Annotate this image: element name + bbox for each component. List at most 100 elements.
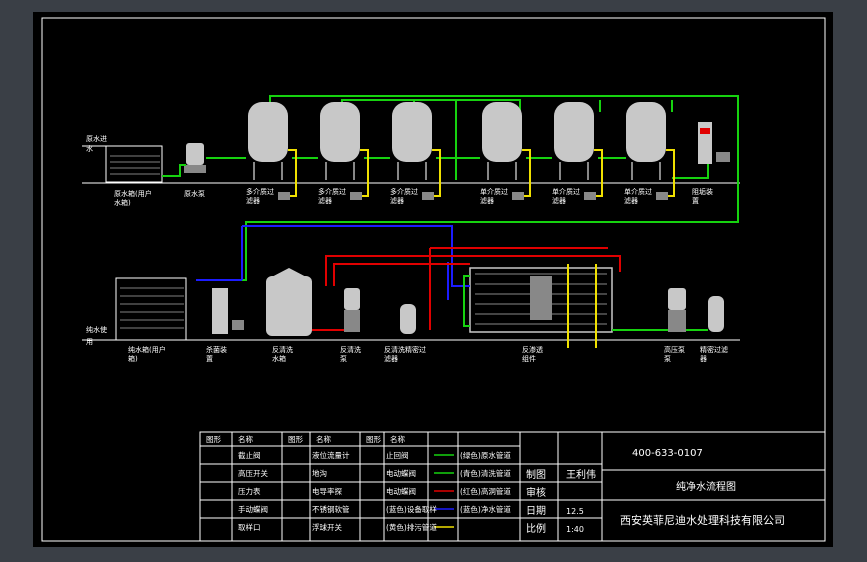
sterilizer-line-1: 置: [206, 355, 213, 363]
rinse_pump-line-0: 反清洗: [340, 345, 361, 354]
drawn-value: 王利伟: [566, 468, 596, 481]
legend-cell-0-1: 液位流量计: [312, 450, 350, 460]
rinse_tank-line-1: 水箱: [272, 354, 286, 363]
legend-cell-3-3: (蓝色)净水管道: [460, 504, 511, 514]
precision-filter: [400, 304, 416, 334]
upper-section: [82, 95, 740, 281]
pure_tank-line-0: 纯水箱(用户: [128, 345, 166, 354]
filter-label-5: 单介质过滤器: [552, 187, 580, 205]
filter_multi_3-line-0: 多介质过: [390, 187, 418, 196]
legend-header-5: 名称: [390, 434, 405, 444]
filter_multi_2-line-1: 滤器: [318, 196, 332, 205]
ro-rack: [469, 267, 613, 333]
ro_unit-line-1: 组件: [522, 354, 536, 363]
legend-cell-3-2: (蓝色)设备取样: [386, 504, 437, 514]
rinse_tank-line-0: 反清洗: [272, 345, 293, 354]
filter_sand_1-line-0: 单介质过: [480, 187, 508, 196]
filter-label-1: 多介质过滤器: [246, 187, 274, 205]
green-pipe-lower: [463, 275, 708, 331]
raw-tank-label: 原水箱(用户水箱): [114, 189, 152, 207]
dosing-device: [698, 122, 730, 164]
precision-line-0: 反清洗精密过: [384, 345, 426, 354]
raw-pump-label: 原水泵: [184, 189, 205, 198]
legend-cell-1-1: 地沟: [312, 468, 327, 478]
drain-pits: [278, 192, 668, 200]
raw-water-tank: [105, 145, 163, 183]
review-label: 审核: [526, 486, 546, 499]
raw-pump: [184, 143, 206, 173]
phone-number: 400-633-0107: [632, 448, 703, 459]
filter-label-3: 多介质过滤器: [390, 187, 418, 205]
legend-header-2: 图形: [288, 435, 303, 444]
drawing-paper: [33, 12, 833, 547]
raw_pump-line-0: 原水泵: [184, 189, 205, 198]
raw-in-label-2: 水: [86, 144, 93, 153]
legend-cell-3-1: 不锈钢软管: [312, 504, 350, 514]
date-label: 日期: [526, 505, 546, 517]
raw-in-label: 原水进: [86, 134, 107, 143]
legend-cell-2-3: (红色)高洞管道: [460, 486, 511, 496]
dosing_1-line-0: 阻垢装: [692, 187, 713, 196]
legend-cell-0-0: 截止阀: [238, 450, 261, 460]
security-line-0: 精密过滤: [700, 345, 728, 354]
legend-cell-4-1: 浮球开关: [312, 522, 342, 532]
sterilizer: [212, 288, 244, 334]
scale-value: 1:40: [566, 525, 584, 534]
filter_multi_1-line-1: 滤器: [246, 196, 260, 205]
legend-cell-2-2: 电动蝶阀: [386, 486, 416, 496]
filter-label-4: 单介质过滤器: [480, 187, 508, 205]
rinse-tank: [266, 268, 312, 336]
legend-cell-4-0: 取样口: [238, 522, 261, 532]
pure-out-label-2: 用: [86, 338, 93, 346]
rinse-tank-label: 反清洗水箱: [272, 345, 293, 363]
legend-cell-4-2: (黄色)排污管道: [386, 522, 437, 532]
security-label: 精密过滤器: [700, 345, 728, 363]
filter_sand_1-line-1: 滤器: [480, 196, 494, 205]
rinse-pump: [344, 288, 360, 332]
dosing-label: 阻垢装置: [692, 187, 713, 205]
filter_multi_3-line-1: 滤器: [390, 196, 404, 205]
pure-tank-label: 纯水箱(用户箱): [128, 345, 166, 363]
ro-label: 反渗透组件: [522, 345, 543, 363]
rinse_pump-line-1: 泵: [340, 355, 347, 363]
legend-table: 图形名称图形名称图形名称截止阀液位流量计止回阀(绿色)原水管道高压开关地沟电动蝶…: [206, 434, 511, 532]
scale-label: 比例: [526, 522, 546, 535]
red-pipe: [312, 247, 621, 331]
filter_sand_3-line-0: 单介质过: [624, 187, 652, 196]
pure_tank-line-1: 箱): [128, 354, 138, 363]
filter-legs: [253, 162, 661, 180]
sterilizer-line-0: 杀菌装: [206, 345, 227, 354]
precision-label: 反清洗精密过滤器: [384, 345, 426, 363]
security-filter: [708, 296, 724, 332]
title-block-lines: [199, 431, 826, 542]
filter-label-6: 单介质过滤器: [624, 187, 652, 205]
legend-header-3: 名称: [316, 434, 331, 444]
lower-section: [82, 225, 740, 348]
legend-cell-1-2: 电动蝶阀: [386, 468, 416, 478]
rinse-pump-label: 反清洗泵: [340, 345, 361, 363]
legend-cell-1-3: (青色)清洗管道: [460, 468, 511, 478]
filter_sand_3-line-1: 滤器: [624, 196, 638, 205]
filter_multi_2-line-0: 多介质过: [318, 187, 346, 196]
date-value: 12.5: [566, 507, 584, 516]
raw_tank-line-0: 原水箱(用户: [114, 189, 152, 198]
legend-cell-1-0: 高压开关: [238, 468, 268, 478]
drawing-title: 纯净水流程图: [676, 480, 736, 493]
ro_unit-line-0: 反渗透: [522, 345, 543, 354]
security-line-1: 器: [700, 355, 707, 363]
company-name: 西安英菲尼迪水处理科技有限公司: [620, 513, 785, 527]
legend-line-samples: [434, 454, 454, 528]
hp-pump: [668, 288, 686, 332]
pure-out-label: 纯水使: [86, 325, 107, 334]
legend-header-1: 名称: [238, 434, 253, 444]
filter_sand_2-line-1: 滤器: [552, 196, 566, 205]
legend-header-4: 图形: [366, 435, 381, 444]
legend-cell-3-0: 手动蝶阀: [238, 504, 268, 514]
filter_multi_1-line-0: 多介质过: [246, 187, 274, 196]
legend-cell-2-1: 电导率探: [312, 486, 342, 496]
filter-label-2: 多介质过滤器: [318, 187, 346, 205]
drawn-label: 制图: [526, 468, 546, 481]
yellow-pipe-lower: [567, 264, 597, 348]
legend-cell-0-3: (绿色)原水管道: [460, 450, 511, 460]
